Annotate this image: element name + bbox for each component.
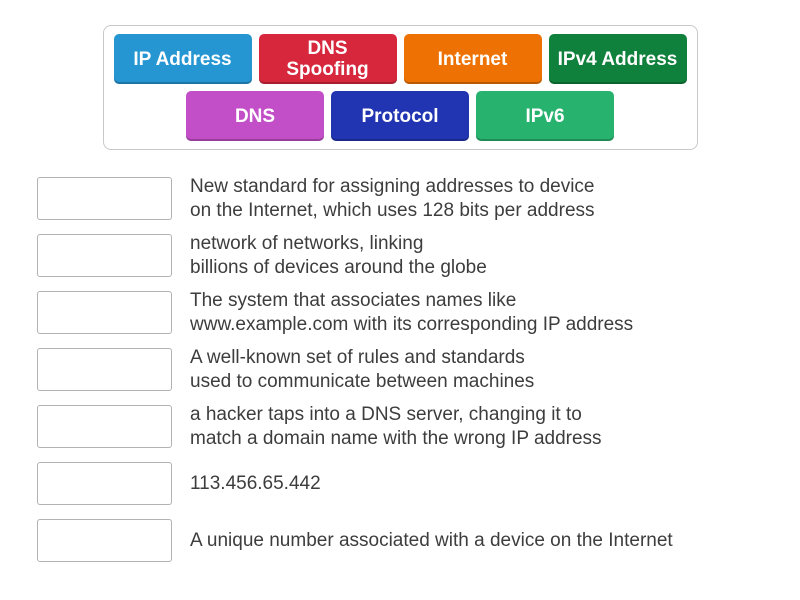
definition-text-6: 113.456.65.442 [190,472,321,494]
word-tile-dns[interactable]: DNS [186,91,324,141]
word-tile-ipv4-address[interactable]: IPv4 Address [548,34,687,84]
word-tile-protocol[interactable]: Protocol [331,91,469,141]
answer-slot-6[interactable] [37,462,172,505]
answer-slot-4[interactable] [37,348,172,391]
match-row-2: network of networks, linking billions of… [37,232,800,278]
word-tile-internet[interactable]: Internet [403,34,542,84]
word-tile-ip-address[interactable]: IP Address [113,34,252,84]
word-tile-ipv6[interactable]: IPv6 [476,91,614,141]
word-bank-row-1: IP Address DNS Spoofing Internet IPv4 Ad… [113,34,687,84]
definition-text-1: New standard for assigning addresses to … [190,175,595,221]
word-tile-dns-spoofing[interactable]: DNS Spoofing [258,34,397,84]
match-row-5: a hacker taps into a DNS server, changin… [37,403,800,449]
answer-slot-3[interactable] [37,291,172,334]
match-rows: New standard for assigning addresses to … [37,175,800,562]
match-row-1: New standard for assigning addresses to … [37,175,800,221]
answer-slot-5[interactable] [37,405,172,448]
definition-text-2: network of networks, linking billions of… [190,232,487,278]
definition-text-5: a hacker taps into a DNS server, changin… [190,403,602,449]
answer-slot-2[interactable] [37,234,172,277]
definition-text-3: The system that associates names like ww… [190,289,634,335]
match-row-4: A well-known set of rules and standards … [37,346,800,392]
match-row-7: A unique number associated with a device… [37,519,800,562]
answer-slot-1[interactable] [37,177,172,220]
word-bank-row-2: DNS Protocol IPv6 [114,91,687,141]
definition-text-7: A unique number associated with a device… [190,529,673,551]
match-row-3: The system that associates names like ww… [37,289,800,335]
match-row-6: 113.456.65.442 [37,462,800,505]
answer-slot-7[interactable] [37,519,172,562]
definition-text-4: A well-known set of rules and standards … [190,346,535,392]
word-bank: IP Address DNS Spoofing Internet IPv4 Ad… [102,25,698,150]
